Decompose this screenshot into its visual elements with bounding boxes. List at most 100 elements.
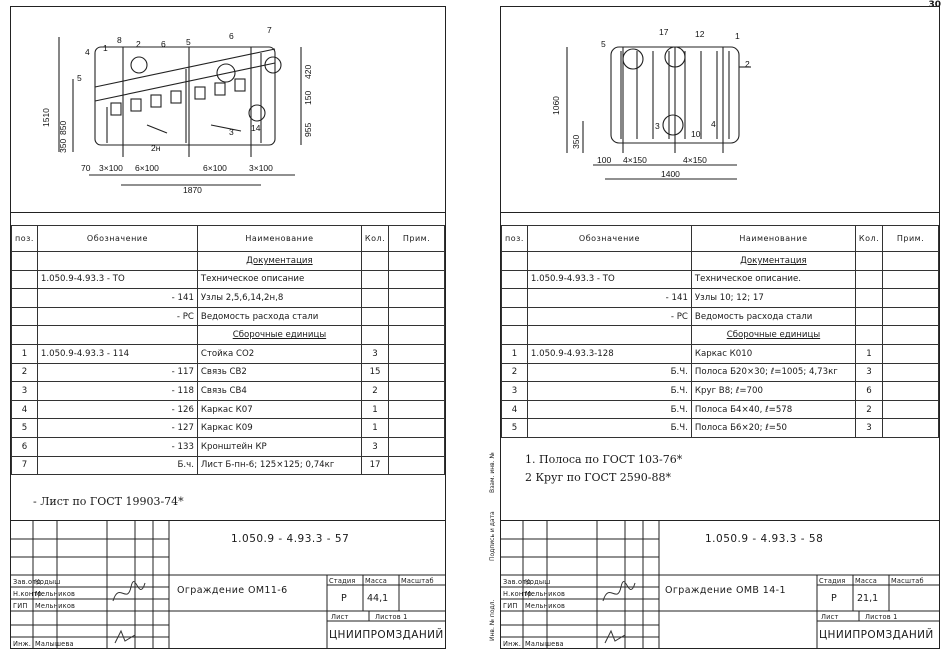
cell-pos: 3 — [11, 381, 38, 401]
title-block-grid — [501, 521, 939, 648]
role-label: Н.контр. — [503, 590, 535, 598]
table-header-row: поз. Обозначение Наименование Кол. Прим. — [11, 225, 445, 252]
cell-qty: 3 — [854, 362, 884, 383]
cell-designation: Б.Ч. — [526, 418, 692, 438]
dim-bottom-total: 1870 — [183, 185, 202, 195]
table-row: - РС Ведомость расхода стали — [501, 306, 939, 327]
fence-omv14-sketch: 1060 350 100 4×150 4×150 1400 5 17 12 1 … — [551, 27, 751, 180]
drawing-sheet-right: 1060 350 100 4×150 4×150 1400 5 17 12 1 … — [489, 6, 940, 649]
callout: 2 — [745, 59, 750, 69]
cell-designation: 1.050.9-4.93.3 - 114 — [36, 343, 198, 364]
dim-height-total: 1060 — [551, 96, 561, 115]
callout: 5 — [186, 37, 191, 47]
header-name: Наименование — [196, 225, 362, 252]
role-person: Мельников — [525, 590, 566, 598]
cell-pos — [11, 325, 38, 345]
cell-qty — [854, 325, 884, 345]
header-qty: Кол. — [854, 225, 884, 252]
dim-right-mid: 150 — [303, 91, 313, 105]
table-row: 1.050.9-4.93.3 - ТО Техническое описание — [11, 269, 445, 290]
table-row: 4 - 126 Каркас К07 1 — [11, 399, 445, 420]
cell-designation: - 118 — [36, 381, 198, 401]
cell-designation: - 141 — [36, 288, 198, 308]
cell-pos: 6 — [11, 436, 38, 457]
organization: ЦНИИПРОМЗДАНИЙ — [329, 629, 444, 641]
stage-value: Р — [831, 593, 837, 604]
table-row: - РС Ведомость расхода стали — [11, 306, 445, 327]
role-label: ГИП — [13, 602, 28, 610]
document-title: Ограждение ОМВ 14-1 — [665, 585, 786, 596]
fence-drawing-omv14: 1060 350 100 4×150 4×150 1400 5 17 12 1 … — [501, 7, 939, 213]
cell-name: Связь СВ4 — [196, 381, 362, 401]
cell-pos — [501, 269, 528, 290]
cell-designation — [526, 251, 692, 271]
cell-qty: 17 — [360, 455, 390, 476]
cell-pos: 3 — [501, 381, 528, 401]
cell-designation: - РС — [526, 306, 692, 327]
cell-name: Круг В8; ℓ=700 — [690, 381, 856, 401]
cell-pos — [11, 288, 38, 308]
callout: 5 — [77, 73, 82, 83]
cell-name: Кронштейн КР — [196, 436, 362, 457]
cell-note — [882, 325, 939, 345]
cell-designation: Б.ч. — [36, 455, 198, 476]
cell-designation: - 126 — [36, 399, 198, 420]
role-label: Инж. — [503, 640, 522, 648]
cell-note — [388, 362, 445, 383]
cell-pos — [11, 306, 38, 327]
specification-table-right: поз. Обозначение Наименование Кол. Прим.… — [501, 225, 939, 438]
cell-note — [882, 288, 939, 308]
dim-bottom-a: 100 — [597, 155, 611, 165]
cell-pos — [501, 325, 528, 345]
cell-name: Полоса Б4×40, ℓ=578 — [690, 399, 856, 420]
cell-pos — [501, 288, 528, 308]
dim-bottom-b: 3×100 — [99, 163, 123, 173]
table-row: 3 Б.Ч. Круг В8; ℓ=700 6 — [501, 381, 939, 401]
drawing-sheet-left: 1510 850 350 420 150 955 70 3×100 6×100 … — [10, 6, 446, 649]
callout: 12 — [695, 29, 705, 39]
cell-pos: 2 — [11, 362, 38, 383]
cell-designation: - 127 — [36, 418, 198, 438]
dim-bottom-e: 3×100 — [249, 163, 273, 173]
cell-note — [388, 455, 445, 476]
role-label: ГИП — [503, 602, 518, 610]
cell-note — [388, 436, 445, 457]
sidebar-label: Взам. инв. № — [489, 452, 496, 493]
cell-name: Полоса Б20×30; ℓ=1005; 4,73кг — [690, 362, 856, 383]
table-row: 1 1.050.9-4.93.3-128 Каркас К010 1 — [501, 343, 939, 364]
callout: 3 — [655, 121, 660, 131]
cell-name: Каркас К07 — [196, 399, 362, 420]
dim-h1: 850 — [58, 121, 68, 135]
cell-name: Техническое описание. — [690, 269, 856, 290]
role-label: Зав.отд. — [503, 578, 534, 586]
header-note: Прим. — [388, 225, 445, 252]
cell-qty — [360, 325, 390, 345]
sheet-label: Лист — [331, 613, 349, 621]
cell-qty — [854, 251, 884, 271]
callout: 1 — [735, 31, 740, 41]
role-label: Зав.отд. — [13, 578, 44, 586]
callout: 4 — [711, 119, 716, 129]
callout: 14 — [251, 123, 261, 133]
signature-icon — [112, 581, 146, 602]
cell-designation: 1.050.9-4.93.3 - ТО — [526, 269, 692, 290]
table-row: 1.050.9-4.93.3 - ТО Техническое описание… — [501, 269, 939, 290]
sheets-label: Листов 1 — [375, 613, 408, 621]
cell-qty: 6 — [854, 381, 884, 401]
dim-right-top: 420 — [303, 65, 313, 79]
role-person: Мельников — [35, 590, 76, 598]
table-row: 2 Б.Ч. Полоса Б20×30; ℓ=1005; 4,73кг 3 — [501, 362, 939, 383]
cell-pos: 7 — [11, 455, 38, 476]
fence-drawing-om11: 1510 850 350 420 150 955 70 3×100 6×100 … — [11, 7, 445, 213]
dim-h2: 350 — [58, 139, 68, 153]
mass-value: 21,1 — [857, 593, 879, 604]
stage-value: Р — [341, 593, 347, 604]
table-row: 7 Б.ч. Лист Б-пн-6; 125×125; 0,74кг 17 — [11, 455, 445, 476]
role-person: Мельников — [35, 602, 76, 610]
cell-name: Каркас К010 — [690, 343, 856, 364]
cell-name: Ведомость расхода стали — [690, 306, 856, 327]
callout: 4 — [85, 47, 90, 57]
signature-icon — [604, 629, 626, 644]
table-row: Сборочные единицы — [501, 325, 939, 345]
header-designation: Обозначение — [36, 225, 198, 252]
